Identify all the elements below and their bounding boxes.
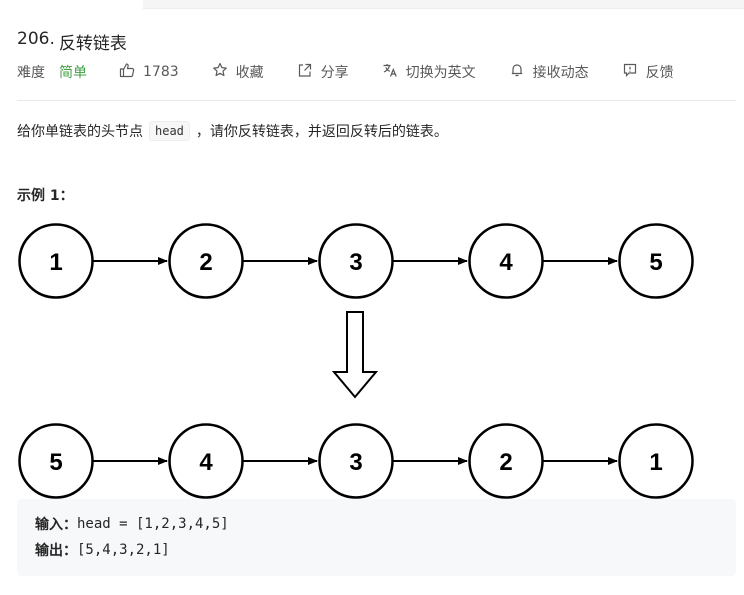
node-bottom-3: 3 bbox=[318, 423, 394, 499]
favorite-label: 收藏 bbox=[235, 65, 264, 81]
favorite-button[interactable]: 收藏 bbox=[212, 62, 264, 82]
node-top-2-label: 2 bbox=[199, 249, 212, 276]
node-bottom-1-label: 5 bbox=[49, 449, 62, 476]
node-top-1: 1 bbox=[18, 223, 94, 299]
node-top-5: 5 bbox=[618, 223, 694, 299]
like-button[interactable]: 1783 bbox=[119, 62, 179, 82]
share-label: 分享 bbox=[320, 65, 349, 81]
node-bottom-2-label: 4 bbox=[199, 449, 213, 476]
node-top-2: 2 bbox=[168, 223, 244, 299]
node-bottom-5-label: 1 bbox=[649, 449, 662, 476]
linked-list-diagram: 1 2 3 4 5 5 4 3 2 1 bbox=[18, 223, 694, 499]
node-top-4: 4 bbox=[468, 223, 544, 299]
thumbs-up-icon bbox=[119, 62, 143, 82]
problem-meta-bar: 难度 简单 1783 收藏 分享 切换为英文 接收动态 反馈 bbox=[17, 62, 707, 82]
star-icon bbox=[212, 62, 236, 82]
difficulty-badge: 简单 bbox=[59, 65, 87, 81]
node-bottom-2: 4 bbox=[168, 423, 244, 499]
feedback-button[interactable]: 反馈 bbox=[622, 62, 674, 82]
node-bottom-1: 5 bbox=[18, 423, 94, 499]
example-title: 示例 1： bbox=[17, 188, 74, 204]
description-text-after: ，请你反转链表，并返回反转后的链表。 bbox=[195, 124, 448, 140]
node-top-4-label: 4 bbox=[499, 249, 513, 276]
inline-code-head: head bbox=[149, 121, 190, 141]
switch-language-button[interactable]: 切换为英文 bbox=[382, 62, 476, 82]
node-bottom-3-label: 3 bbox=[349, 449, 362, 476]
share-button[interactable]: 分享 bbox=[297, 62, 349, 82]
top-strip bbox=[143, 0, 744, 9]
node-bottom-4: 2 bbox=[468, 423, 544, 499]
problem-number: 206. bbox=[17, 29, 55, 49]
problem-name: 反转链表 bbox=[58, 34, 127, 54]
node-bottom-5: 1 bbox=[618, 423, 694, 499]
feedback-label: 反馈 bbox=[645, 65, 674, 81]
like-count: 1783 bbox=[143, 64, 179, 80]
node-top-3: 3 bbox=[318, 223, 394, 299]
notify-label: 接收动态 bbox=[532, 65, 589, 81]
share-icon bbox=[297, 62, 321, 82]
output-value: [5,4,3,2,1] bbox=[77, 542, 170, 558]
divider bbox=[17, 100, 736, 101]
example-io-box: 输入： head = [1,2,3,4,5] 输出： [5,4,3,2,1] bbox=[17, 499, 736, 576]
node-top-5-label: 5 bbox=[649, 249, 662, 276]
bell-icon bbox=[509, 62, 533, 82]
input-label: 输入： bbox=[35, 517, 77, 533]
down-arrow-icon bbox=[331, 311, 379, 399]
notify-button[interactable]: 接收动态 bbox=[509, 62, 589, 82]
node-top-3-label: 3 bbox=[349, 249, 362, 276]
node-bottom-4-label: 2 bbox=[499, 449, 512, 476]
output-line: 输出： [5,4,3,2,1] bbox=[35, 540, 170, 560]
translate-icon bbox=[382, 62, 406, 82]
problem-description: 给你单链表的头节点 head ，请你反转链表，并返回反转后的链表。 bbox=[17, 121, 448, 141]
feedback-icon bbox=[622, 62, 646, 82]
input-value: head = [1,2,3,4,5] bbox=[77, 516, 229, 532]
node-top-1-label: 1 bbox=[49, 249, 62, 276]
difficulty-label: 难度 bbox=[17, 65, 45, 81]
output-label: 输出： bbox=[35, 543, 77, 559]
problem-title: 206. 反转链表 bbox=[17, 29, 127, 54]
description-text-before: 给你单链表的头节点 bbox=[17, 124, 143, 140]
input-line: 输入： head = [1,2,3,4,5] bbox=[35, 514, 229, 534]
switch-language-label: 切换为英文 bbox=[405, 65, 476, 81]
